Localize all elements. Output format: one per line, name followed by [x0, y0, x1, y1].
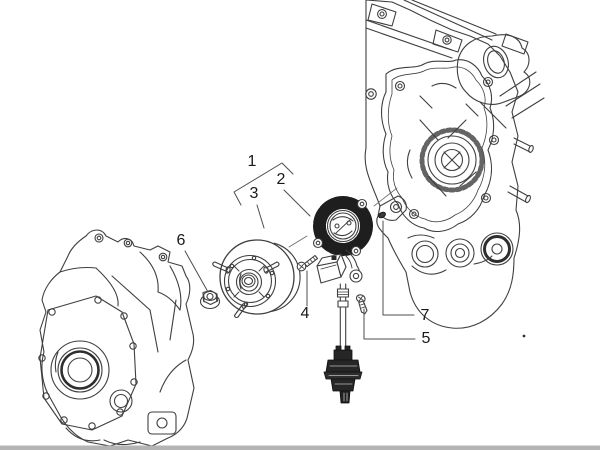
- flywheel-stud: [263, 262, 279, 274]
- right-crankcase-half: [365, 0, 544, 338]
- leader-item-7: [383, 221, 414, 315]
- leader-item-6: [185, 251, 208, 292]
- flywheel-stud: [213, 262, 231, 274]
- dowel-pin-item-7: [378, 211, 387, 219]
- assembly-axis-lines: [289, 188, 397, 247]
- screw-item-5: [355, 294, 367, 314]
- screw-item-4: [297, 256, 317, 271]
- callout-7: 7: [420, 307, 430, 324]
- stator-cable: [338, 284, 349, 356]
- pickup-coil: [317, 250, 362, 283]
- leader-item-3: [257, 205, 264, 228]
- callout-6: 6: [176, 232, 186, 249]
- callout-2: 2: [276, 171, 286, 188]
- callout-3: 3: [249, 185, 259, 202]
- callout-5: 5: [421, 330, 431, 347]
- page-edge-band: [0, 445, 600, 450]
- leader-lines: [185, 163, 415, 339]
- callout-4: 4: [300, 305, 310, 322]
- flywheel-rotor: [213, 240, 300, 318]
- callout-1: 1: [247, 153, 257, 170]
- stator: [312, 195, 374, 257]
- cable-connector: [324, 346, 362, 403]
- leader-item-2: [284, 190, 310, 216]
- left-crankcase-half: [39, 230, 194, 446]
- flange-nut-item-6: [201, 291, 220, 309]
- bracket-item-1: [234, 163, 293, 205]
- leader-item-5: [364, 309, 415, 339]
- flywheel-stud: [235, 302, 248, 318]
